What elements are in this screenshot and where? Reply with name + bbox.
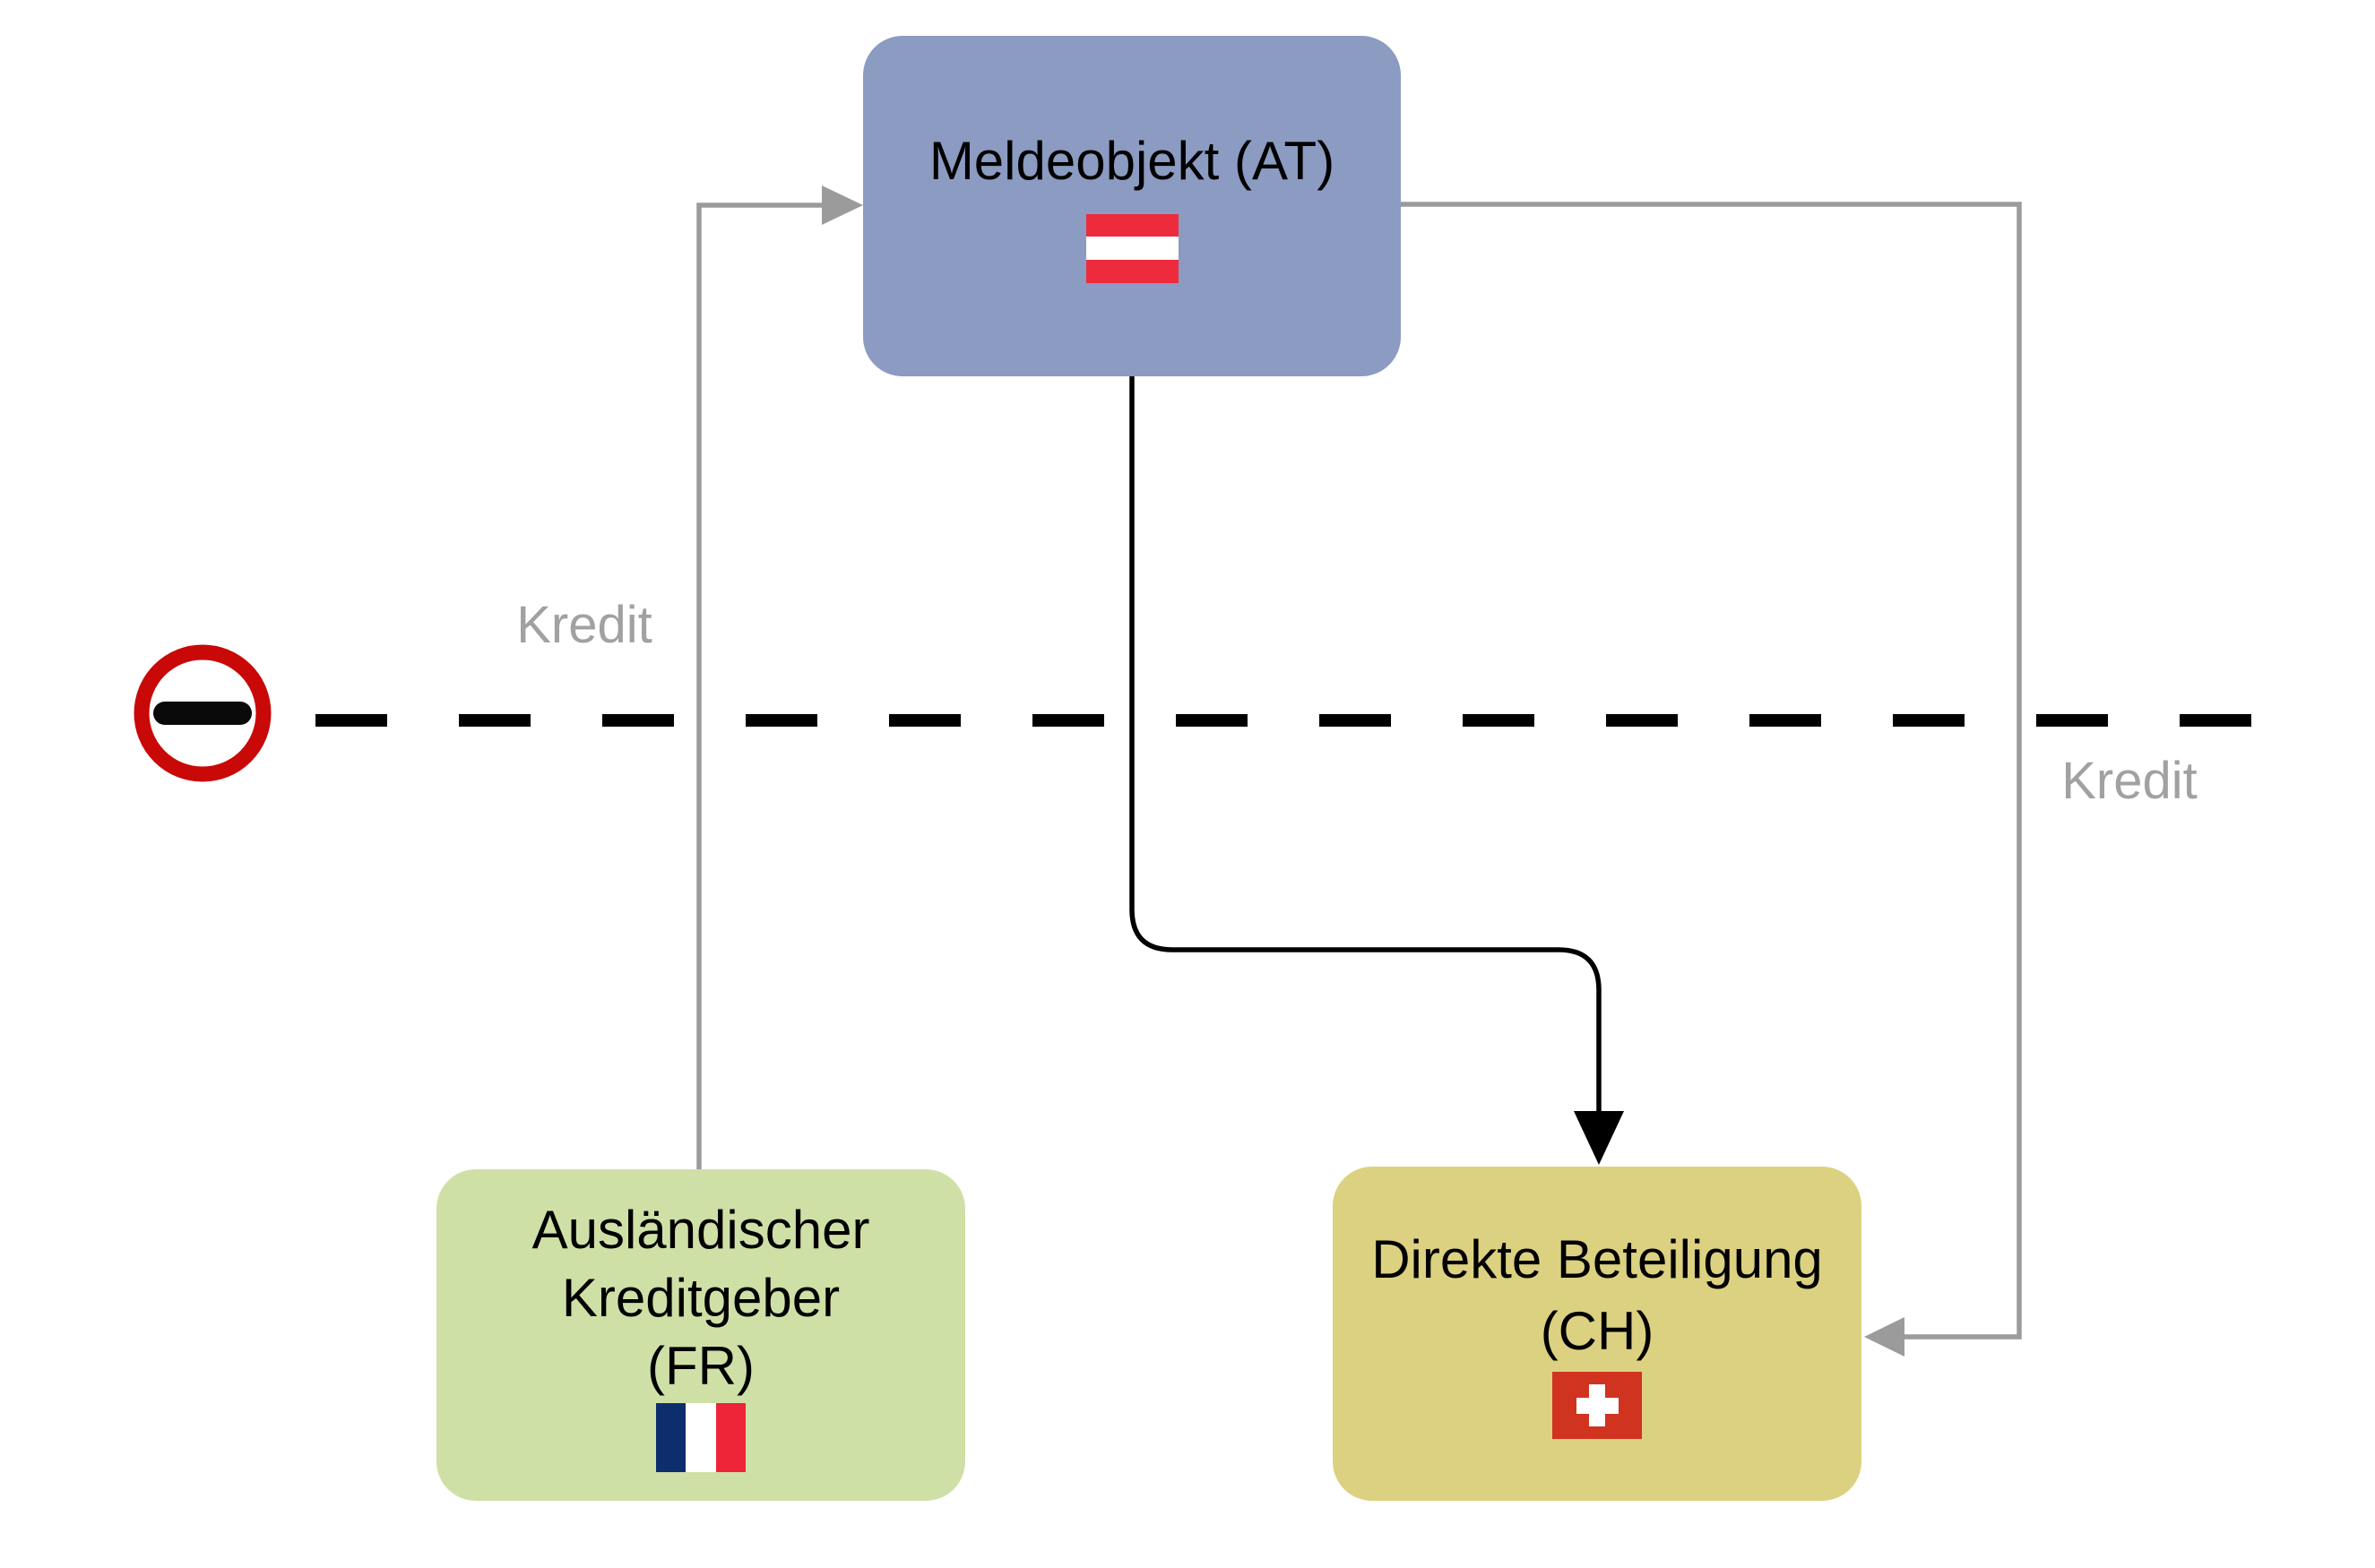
node-meldeobjekt-at: Meldeobjekt (AT) xyxy=(863,36,1401,376)
edge-kredit-right-line xyxy=(1401,202,2022,1340)
node-kreditgeber-label-line1: Ausländischer xyxy=(531,1199,870,1260)
node-beteiligung-label-line1: Direkte Beteiligung xyxy=(1371,1229,1823,1289)
node-kreditgeber-fr: Ausländischer Kreditgeber (FR) xyxy=(436,1169,965,1501)
arrowhead-left-icon xyxy=(1864,1317,1904,1357)
arrowhead-down-icon xyxy=(1574,1111,1624,1165)
node-kreditgeber-label-line3: (FR) xyxy=(647,1335,755,1396)
node-kreditgeber-label-line2: Kreditgeber xyxy=(561,1267,841,1328)
edge-label-kredit-right: Kredit xyxy=(2061,752,2198,810)
edge-label-kredit-left: Kredit xyxy=(516,596,652,654)
austria-flag-icon xyxy=(1085,213,1179,283)
node-beteiligung-ch: Direkte Beteiligung (CH) xyxy=(1333,1167,1861,1501)
no-entry-bar xyxy=(153,702,252,725)
edge-kredit-left xyxy=(696,185,863,1169)
no-entry-icon xyxy=(134,644,272,782)
arrowhead-right-icon xyxy=(822,185,863,225)
node-meldeobjekt-label: Meldeobjekt (AT) xyxy=(928,130,1335,191)
france-flag-icon xyxy=(656,1402,746,1472)
edge-direct xyxy=(1129,376,1624,1165)
edge-direct-line xyxy=(1129,376,1602,1113)
edge-kredit-left-line xyxy=(696,202,823,1169)
edge-kredit-right xyxy=(1401,202,2022,1357)
node-beteiligung-label-line2: (CH) xyxy=(1540,1301,1654,1361)
switzerland-flag-icon xyxy=(1552,1372,1642,1439)
